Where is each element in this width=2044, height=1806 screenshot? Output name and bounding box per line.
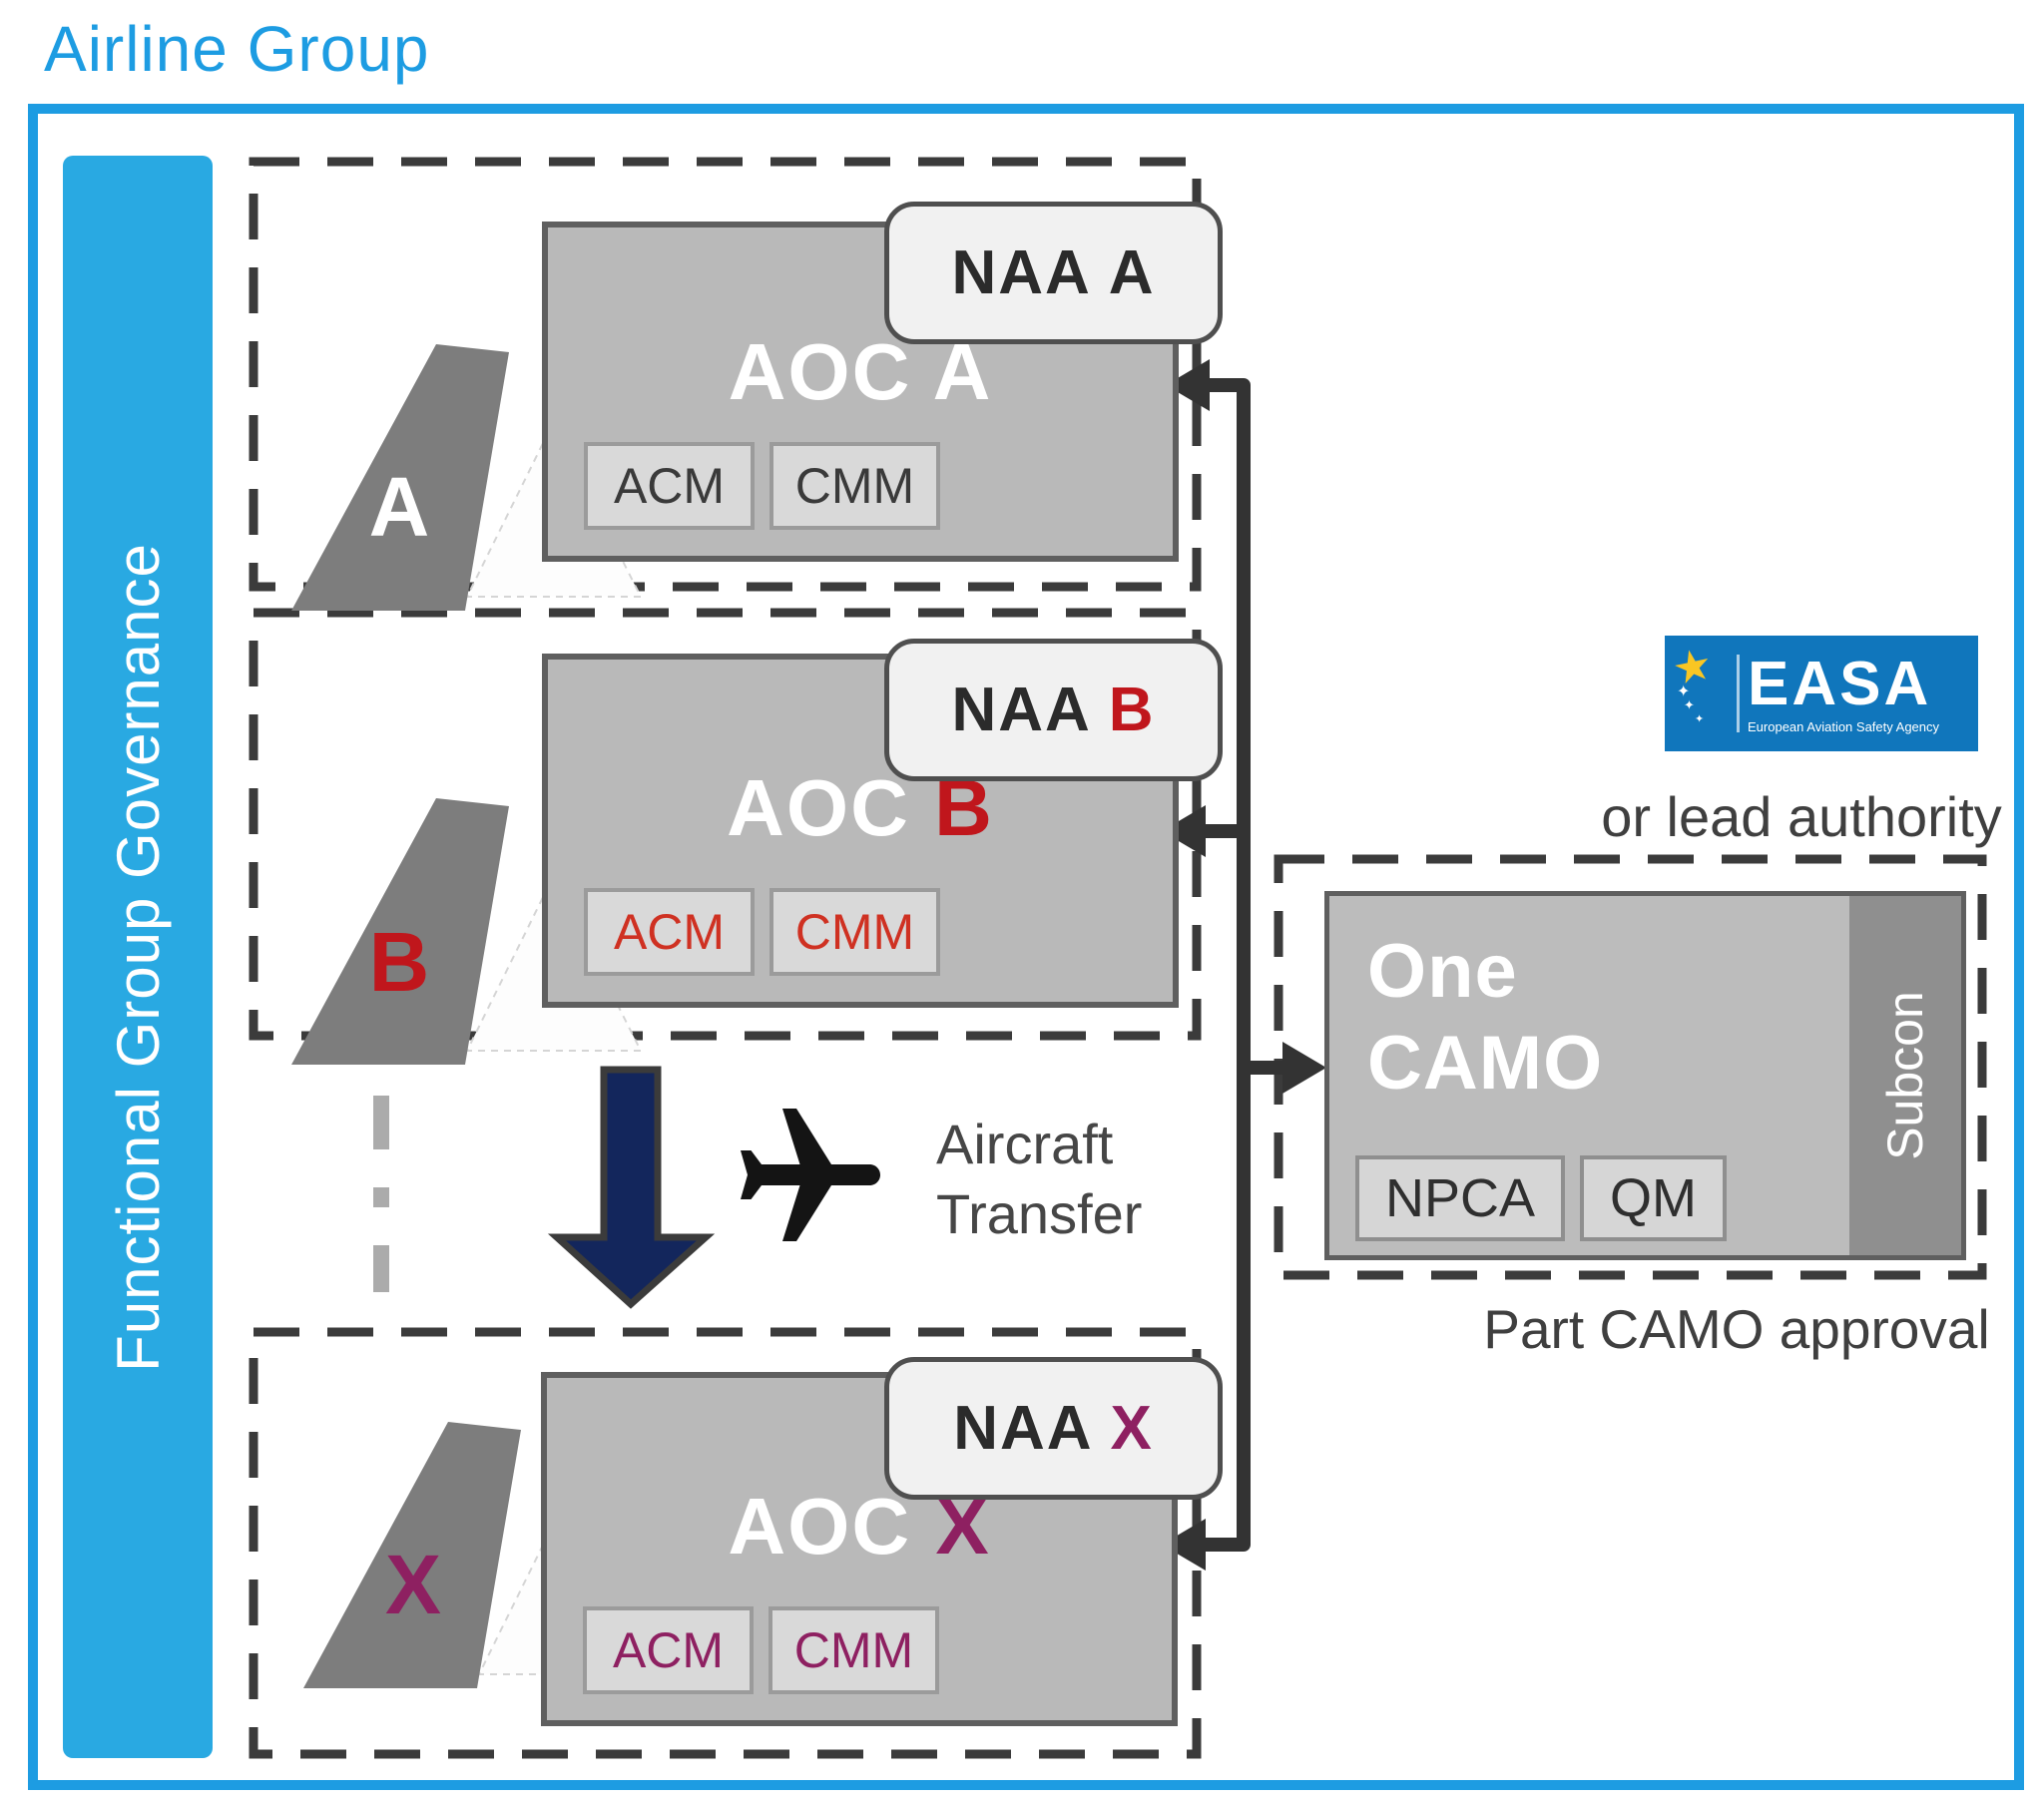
- easa-wordmark: EASA: [1748, 649, 1932, 718]
- arrowhead-into-aoc-b: [1162, 805, 1206, 857]
- aoc-a-label: AOC A: [548, 326, 1173, 418]
- tail-fin-b-letter: B: [368, 915, 430, 1009]
- functional-group-governance-bar: Functional Group Governance: [63, 156, 213, 1758]
- aoc-x-chip-row: ACM CMM: [583, 1606, 939, 1694]
- airline-b-dashed-box: [249, 608, 1202, 1041]
- arrowhead-into-aoc-x: [1162, 1519, 1206, 1571]
- easa-logo-text-block: EASA European Aviation Safety Agency: [1748, 649, 1940, 734]
- or-lead-authority-caption: or lead authority: [1601, 785, 2002, 848]
- acm-chip-x: ACM: [583, 1606, 754, 1694]
- airplane-icon: [741, 1109, 880, 1241]
- aoc-x-box: AOC X ACM CMM: [541, 1372, 1178, 1726]
- airline-a-dashed-box: [249, 157, 1202, 592]
- npca-chip: NPCA: [1355, 1155, 1566, 1241]
- naa-b-badge: NAA B: [884, 639, 1223, 781]
- aoc-b-prefix: AOC: [727, 762, 935, 852]
- aircraft-transfer-line1: Aircraft: [936, 1113, 1114, 1175]
- page-title: Airline Group: [44, 13, 430, 85]
- part-camo-approval-caption: Part CAMO approval: [1483, 1298, 1990, 1360]
- easa-small-star-icon: ✦: [1684, 698, 1695, 713]
- tail-fin-x-icon: [303, 1422, 521, 1688]
- one-camo-title: One CAMO: [1367, 926, 1603, 1110]
- aircraft-transfer-label: Aircraft Transfer: [936, 1110, 1142, 1249]
- easa-logo-divider: [1737, 655, 1740, 732]
- naa-a-badge: NAA A: [884, 202, 1223, 344]
- one-camo-title-line2: CAMO: [1367, 1021, 1604, 1106]
- tail-fin-a-letter: A: [368, 460, 430, 554]
- aoc-b-chip-row: ACM CMM: [584, 888, 940, 976]
- naa-b-prefix: NAA: [951, 676, 1109, 744]
- qm-chip: QM: [1580, 1155, 1728, 1241]
- airline-group-frame: [28, 104, 2024, 1790]
- easa-subtitle: European Aviation Safety Agency: [1748, 718, 1940, 734]
- transfer-down-arrow: [547, 1066, 716, 1309]
- easa-small-star-icon: ✦: [1695, 712, 1705, 725]
- camo-chip-row: NPCA QM: [1355, 1155, 1728, 1241]
- tail-fin-x-letter: X: [384, 1538, 442, 1631]
- acm-chip-b: ACM: [584, 888, 755, 976]
- cmm-chip-b: CMM: [769, 888, 940, 976]
- easa-emblem-icon: ★ ✦ ✦ ✦: [1665, 636, 1737, 751]
- subcon-strip: Subcon: [1849, 896, 1961, 1255]
- arrowhead-into-camo: [1282, 1042, 1326, 1094]
- tail-fin-a-icon: [291, 344, 509, 611]
- cmm-chip-a: CMM: [769, 442, 940, 530]
- arrowhead-into-aoc-a: [1166, 359, 1210, 411]
- naa-a-letter: A: [1108, 238, 1156, 307]
- acm-chip-a: ACM: [584, 442, 755, 530]
- one-camo-title-line1: One: [1367, 929, 1518, 1014]
- naa-x-badge: NAA X: [884, 1357, 1223, 1500]
- cmm-chip-x: CMM: [768, 1606, 939, 1694]
- airline-x-dashed-box: [249, 1327, 1202, 1759]
- aoc-a-chip-row: ACM CMM: [584, 442, 940, 530]
- naa-x-letter: X: [1110, 1394, 1154, 1463]
- subcon-label: Subcon: [1877, 991, 1933, 1160]
- aircraft-transfer-line2: Transfer: [936, 1182, 1143, 1245]
- naa-a-prefix: NAA: [951, 238, 1109, 307]
- naa-x-prefix: NAA: [953, 1394, 1111, 1463]
- aoc-a-prefix: AOC: [728, 326, 933, 416]
- easa-logo: ★ ✦ ✦ ✦ EASA European Aviation Safety Ag…: [1665, 636, 1978, 751]
- easa-small-star-icon: ✦: [1677, 681, 1691, 700]
- governance-bar-label: Functional Group Governance: [104, 542, 172, 1372]
- easa-star-icon: ★: [1668, 638, 1718, 696]
- one-camo-box: One CAMO NPCA QM Subcon: [1324, 891, 1966, 1260]
- naa-b-letter: B: [1108, 676, 1156, 744]
- tail-fin-b-icon: [291, 798, 509, 1065]
- aoc-x-prefix: AOC: [728, 1481, 936, 1571]
